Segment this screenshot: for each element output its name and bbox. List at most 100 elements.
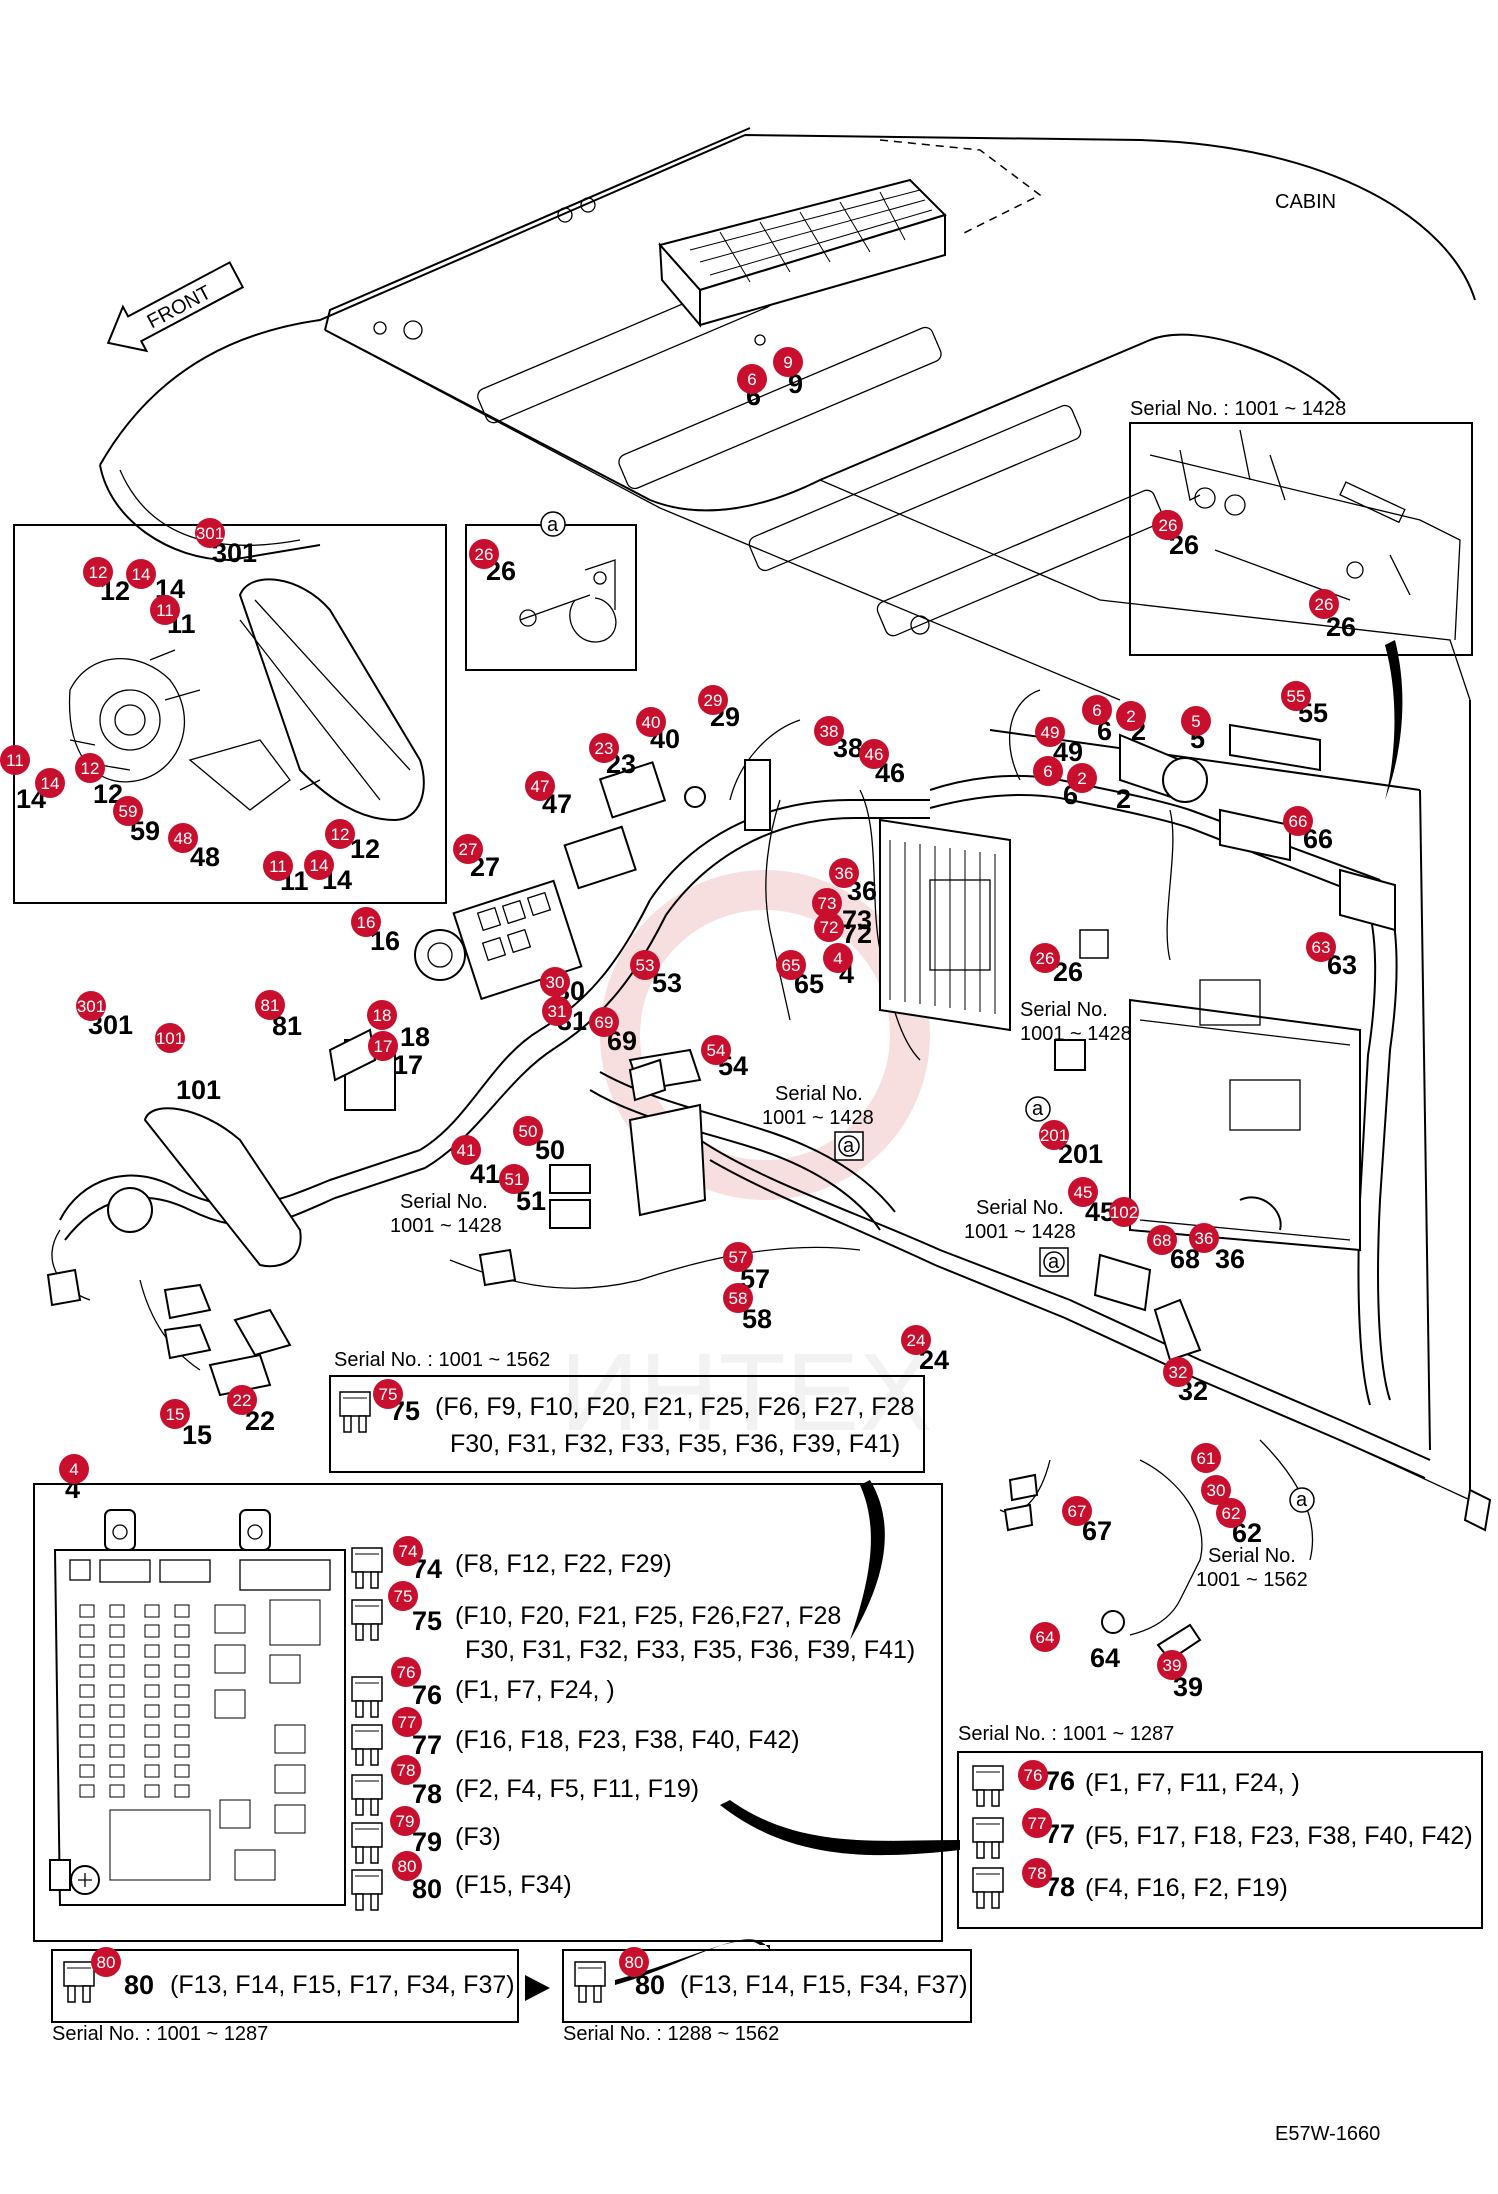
callout-badge: 48 <box>168 823 198 853</box>
callout-badge-number: 61 <box>1197 1449 1216 1468</box>
svg-text:50: 50 <box>535 1135 565 1165</box>
callout-badge-number: 36 <box>835 864 854 883</box>
callout-badge-circle <box>1018 1760 1048 1790</box>
inset-meter <box>13 524 447 904</box>
callout-badge-number: 64 <box>1036 1628 1055 1647</box>
ref-a-label: a <box>547 514 559 536</box>
callout-badge-circle <box>542 996 572 1026</box>
callout-badge-number: 12 <box>81 759 100 778</box>
callout-badge: 14 <box>35 768 65 798</box>
fuse-list-75-line1: (F6, F9, F10, F20, F21, F25, F26, F27, F… <box>435 1393 914 1421</box>
callout-badge-number: 80 <box>398 1857 417 1876</box>
fuse-list-77-right: (F5, F17, F18, F23, F38, F40, F42) <box>1085 1822 1473 1850</box>
svg-text:48: 48 <box>190 842 220 872</box>
callout-badge-circle <box>76 991 106 1021</box>
callout-badge-circle <box>126 559 156 589</box>
callout-badge-number: 46 <box>865 745 884 764</box>
callout-badge-circle <box>1147 1225 1177 1255</box>
callout-badge: 12 <box>325 819 355 849</box>
radio-unit <box>658 178 947 346</box>
callout-badge-circle <box>901 1325 931 1355</box>
callout-badge-number: 31 <box>548 1002 567 1021</box>
callout-badge: 26 <box>1309 589 1339 619</box>
callout-badges: 6926262630112141111141259481211142629402… <box>0 347 1339 1977</box>
svg-text:12: 12 <box>350 834 380 864</box>
callout-badge-number: 40 <box>642 713 661 732</box>
callout-badge: 27 <box>453 834 483 864</box>
callout-badge-number: 2 <box>1077 769 1086 788</box>
fuse-box-inset: (F8, F12, F22, F29) (F10, F20, F21, F25,… <box>33 1483 943 1942</box>
callout-badge: 23 <box>589 733 619 763</box>
callout-badge-circle <box>390 1806 420 1836</box>
callout-badge: 80 <box>392 1851 422 1881</box>
callout-badge: 41 <box>451 1135 481 1165</box>
svg-text:1001 ~ 1562: 1001 ~ 1562 <box>1196 1569 1308 1591</box>
callout-badge-circle <box>737 364 767 394</box>
callout-badge: 77 <box>1022 1808 1052 1838</box>
callout-badge-circle <box>619 1947 649 1977</box>
callout-badge-number: 24 <box>907 1331 926 1350</box>
fuse-list-80-bottom-left: (F13, F14, F15, F17, F34, F37) <box>170 1971 515 1999</box>
callout-badge: 51 <box>499 1164 529 1194</box>
callout-badge-number: 57 <box>729 1248 748 1267</box>
callout-badge: 78 <box>391 1755 421 1785</box>
callout-badge: 72 <box>814 912 844 942</box>
callout-badge-circle <box>1281 681 1311 711</box>
callout-badge: 40 <box>636 707 666 737</box>
callout-badge-circle <box>75 753 105 783</box>
callout-badge: 12 <box>75 753 105 783</box>
callout-badge-circle <box>698 685 728 715</box>
callout-badge-number: 101 <box>156 1029 184 1048</box>
callout-badge-circle <box>630 950 660 980</box>
fuse-list-80-bottom-mid: (F13, F14, F15, F34, F37) <box>680 1971 968 1999</box>
callout-badge: 26 <box>1030 943 1060 973</box>
callout-badge: 76 <box>1018 1760 1048 1790</box>
callout-badge: 67 <box>1062 1496 1092 1526</box>
callout-badge-circle <box>1163 1357 1193 1387</box>
callout-badge-number: 53 <box>636 956 655 975</box>
callout-badge-number: 81 <box>261 996 280 1015</box>
callout-badge-circle <box>1082 695 1112 725</box>
svg-text:76: 76 <box>412 1680 442 1710</box>
callout-badge-circle <box>304 850 334 880</box>
svg-text:17: 17 <box>393 1050 423 1080</box>
callout-badge-circle <box>59 1454 89 1484</box>
callout-badge-circle <box>636 707 666 737</box>
fuse-list-78: (F2, F4, F5, F11, F19) <box>455 1775 699 1803</box>
callout-badge-number: 15 <box>166 1405 185 1424</box>
fuse-list-75-line1: (F10, F20, F21, F25, F26,F27, F28 <box>455 1602 841 1630</box>
callout-badge-circle <box>150 595 180 625</box>
callout-badge: 18 <box>367 1000 397 1030</box>
callout-badge-circle <box>1022 1808 1052 1838</box>
callout-badge-circle <box>1309 589 1339 619</box>
callout-badge: 49 <box>1035 717 1065 747</box>
callout-badge-circle <box>1030 943 1060 973</box>
callout-badge-number: 73 <box>818 894 837 913</box>
callout-badge: 2 <box>1116 701 1146 731</box>
callout-badge-number: 75 <box>379 1385 398 1404</box>
callout-badge: 53 <box>630 950 660 980</box>
fuse-list-79: (F3) <box>455 1823 501 1851</box>
callout-badge-circle <box>859 739 889 769</box>
callout-badge: 47 <box>525 771 555 801</box>
serial-notes: Serial No. 1001 ~ 1428 Serial No. 1001 ~… <box>52 999 1308 2045</box>
svg-text:80: 80 <box>412 1874 442 1904</box>
svg-text:Serial No. : 1001 ~ 1562: Serial No. : 1001 ~ 1562 <box>334 1349 550 1371</box>
callout-badge: 102 <box>1109 1197 1139 1227</box>
callout-badge-number: 14 <box>132 565 151 584</box>
svg-text:ИНТЕХ: ИНТЕХ <box>560 1331 932 1454</box>
callout-badge-circle <box>35 768 65 798</box>
callout-badge: 68 <box>1147 1225 1177 1255</box>
fuse-list-77: (F16, F18, F23, F38, F40, F42) <box>455 1726 800 1754</box>
callout-badge-number: 80 <box>97 1953 116 1972</box>
callout-badge: 24 <box>901 1325 931 1355</box>
callout-badge: 63 <box>1306 932 1336 962</box>
callout-badge-number: 29 <box>704 691 723 710</box>
callout-badge: 6 <box>737 364 767 394</box>
callout-badge: 11 <box>263 851 293 881</box>
svg-text:18: 18 <box>400 1022 430 1052</box>
callout-badge-circle <box>723 1242 753 1272</box>
callout-badge-circle <box>160 1399 190 1429</box>
svg-text:41: 41 <box>470 1159 500 1189</box>
callout-badge-number: 47 <box>531 777 550 796</box>
